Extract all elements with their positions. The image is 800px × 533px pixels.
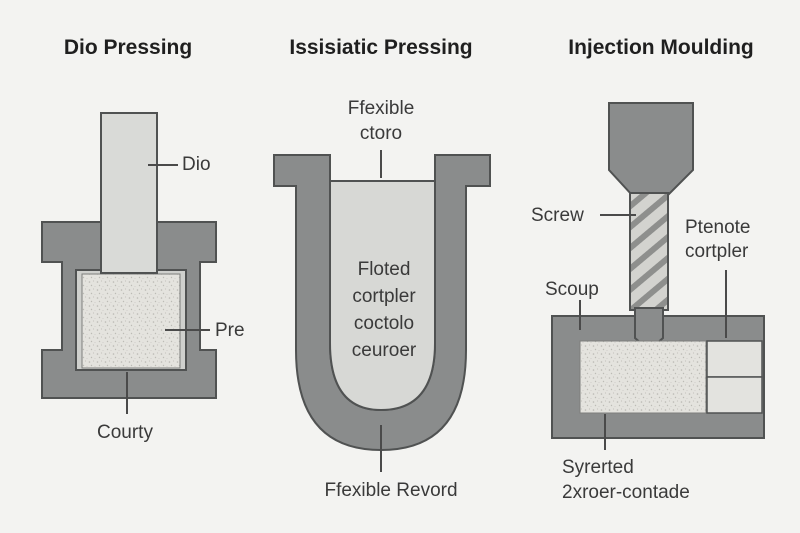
label-isostatic-top-1: Ffexible xyxy=(347,98,415,119)
die-powder xyxy=(81,273,181,369)
title-isostatic-pressing: Issisiatic Pressing xyxy=(289,36,473,59)
label-injection-bottom-2: 2xroer-contade xyxy=(562,482,690,503)
label-injection-right-2: cortpler xyxy=(685,241,749,262)
label-isostatic-bottom: Ffexible Revord xyxy=(324,480,458,501)
label-scoup: Scoup xyxy=(545,279,599,300)
injection-ejector-box-top xyxy=(706,340,763,378)
die-pressing-drawing xyxy=(41,112,217,414)
isostatic-pressing-drawing xyxy=(273,150,491,472)
title-injection-moulding: Injection Moulding xyxy=(568,36,754,59)
label-isostatic-inner-2: cortpler xyxy=(352,286,416,307)
isostatic-inner-mould xyxy=(329,180,436,412)
label-isostatic-inner-4: ceuroer xyxy=(351,340,417,361)
title-die-pressing: Dio Pressing xyxy=(63,36,193,59)
label-isostatic-top-2: ctoro xyxy=(359,123,403,144)
injection-cavity xyxy=(579,340,707,414)
label-powder: Pre xyxy=(215,320,245,341)
label-isostatic-inner-1: Floted xyxy=(357,259,411,280)
label-injection-right-1: Ptenote xyxy=(685,217,751,238)
label-die: Dio xyxy=(182,154,211,175)
label-screw: Screw xyxy=(531,205,584,226)
injection-barrel xyxy=(629,192,669,311)
injection-hopper xyxy=(608,102,694,196)
label-injection-bottom-1: Syrerted xyxy=(562,457,634,478)
label-cavity: Courty xyxy=(97,422,153,443)
injection-ejector-box-bottom xyxy=(706,376,763,414)
die-punch xyxy=(100,112,158,274)
label-isostatic-inner-3: coctolo xyxy=(353,313,415,334)
injection-moulding-drawing xyxy=(551,102,765,450)
